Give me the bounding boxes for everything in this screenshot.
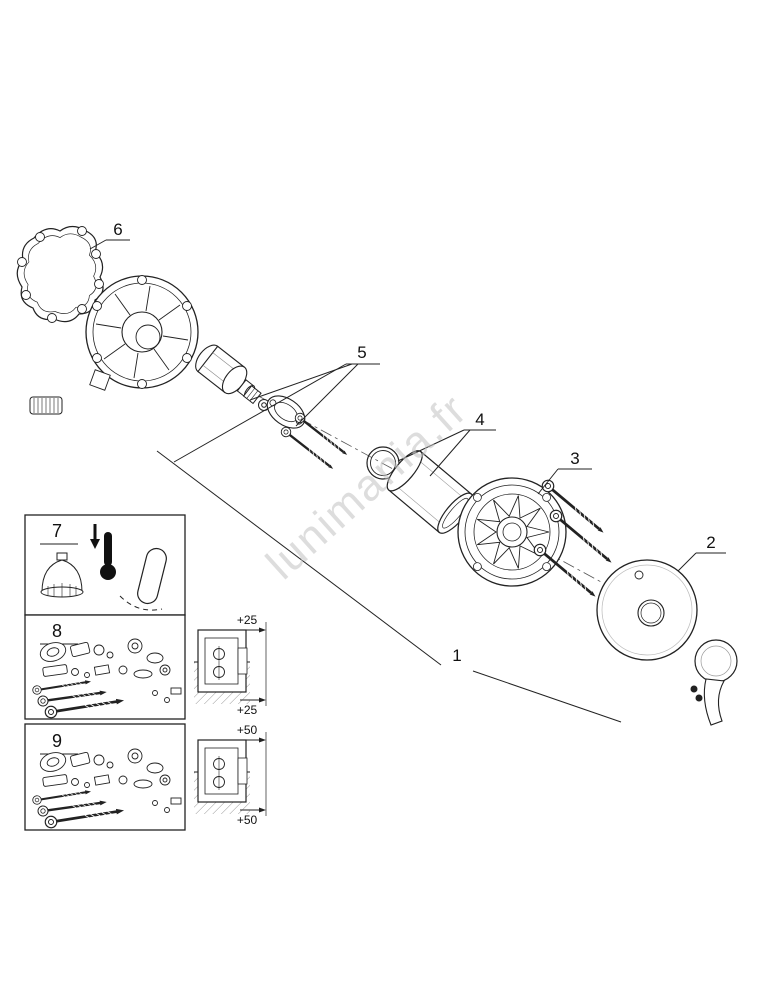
lever-position-part (119, 547, 167, 611)
inset-box-9-label: 9 (52, 731, 62, 751)
gasket-seal (16, 225, 104, 323)
thermometer-icon (100, 532, 116, 580)
dim-bottom-50: +50 (237, 813, 258, 827)
dim-top-50: +50 (237, 723, 258, 737)
handle-lever (690, 639, 738, 726)
dim-bottom-25: +25 (237, 703, 258, 717)
callout-1: 1 (156, 450, 622, 723)
arrow-down-icon (90, 524, 100, 549)
inset-box-8-label: 8 (52, 621, 62, 641)
callout-2-label: 2 (706, 533, 715, 552)
tech-drawing-8: +25 +25 (193, 613, 267, 717)
callout-1-label: 1 (452, 646, 461, 665)
inset-box-7-label: 7 (52, 521, 62, 541)
callout-3-label: 3 (570, 449, 579, 468)
stop-ring-part (40, 552, 84, 598)
inset-box-9: 9 (24, 723, 186, 831)
escutcheon-plate (596, 559, 698, 661)
valve-housing (85, 275, 199, 391)
dim-top-25: +25 (237, 613, 258, 627)
callout-5-label: 5 (357, 343, 366, 362)
mounting-plate (457, 477, 567, 587)
callout-2: 2 (677, 533, 726, 572)
inset-box-8: 8 (24, 614, 186, 720)
grub-screw (695, 694, 703, 702)
tech-drawing-9: +50 +50 (193, 723, 267, 827)
callout-6: 6 (89, 220, 130, 250)
knurled-plug (29, 396, 63, 415)
callout-5: 5 (173, 343, 380, 463)
callout-4: 4 (397, 410, 496, 477)
callout-4-label: 4 (475, 410, 484, 429)
callout-3: 3 (537, 449, 592, 495)
inset-box-7: 7 (24, 514, 186, 616)
callout-6-label: 6 (113, 220, 122, 239)
grub-screw (690, 685, 698, 693)
extension-sleeve (386, 450, 474, 534)
